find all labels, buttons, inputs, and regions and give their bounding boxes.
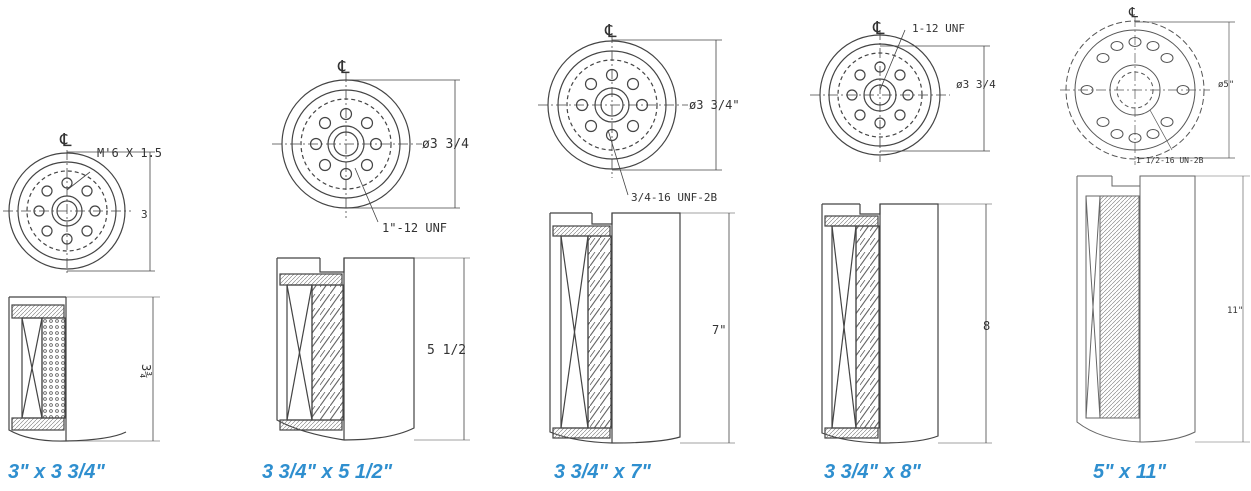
filter-3-diameter-label: ø3 3/4" [689,98,740,112]
filter-5-thread-label: 1 1/2-16 UN-2B [1136,156,1204,165]
filter-5-caption: 5" x 11" [1093,461,1167,483]
filter-1-side-view [8,296,160,442]
filter-3-thread-label: 3/4-16 UNF-2B [631,191,717,204]
filter-2-caption: 3 3/4" x 5 1/2" [262,461,393,483]
filter-4-centerline-mark: ℄ [872,18,885,39]
filter-3-height-label: 7" [712,323,726,337]
filter-5-centerline-mark: ℄ [1128,5,1138,21]
filter-4-side-view [821,203,992,444]
filter-3-side-view [549,212,735,444]
filter-2-side-view [276,257,470,441]
filter-5-height-label: 11" [1227,306,1243,316]
filter-5-diameter-label: ø5" [1218,80,1234,90]
filter-1-drawing: ℄ M'6 X 1.5 3 3¾ 3" x 3 3/4" [3,130,162,483]
filter-1-height-label: 3¾ [139,364,153,378]
filter-1-caption: 3" x 3 3/4" [8,461,105,483]
filter-1-thread-label: M'6 X 1.5 [97,146,162,160]
filter-1-diameter-label: 3 [141,208,148,221]
filter-1-centerline-mark: ℄ [59,130,72,151]
filter-3-top-view [538,33,722,196]
filter-2-drawing: ℄ 1"-12 UNF ø3 3/4 5 1/2 3 3/4" x 5 1/2" [262,57,470,483]
filter-2-top-view [272,72,460,223]
filter-4-drawing: ℄ 1-12 UNF ø3 3/4 8 3 3/4" x 8" [810,18,996,483]
filter-4-caption: 3 3/4" x 8" [824,461,921,483]
filter-4-top-view [810,29,990,162]
filter-2-centerline-mark: ℄ [337,57,350,78]
filter-4-height-label: 8 [983,319,990,333]
filter-4-thread-label: 1-12 UNF [912,22,965,35]
filter-3-caption: 3 3/4" x 7" [554,461,651,483]
filter-3-drawing: ℄ 3/4-16 UNF-2B ø3 3/4" 7" 3 3/4" x 7" [538,21,740,483]
filter-2-height-label: 5 1/2 [427,343,466,358]
filter-2-diameter-label: ø3 3/4 [422,137,469,152]
filter-5-side-view [1076,175,1250,443]
filter-1-top-view [3,150,155,274]
filter-3-centerline-mark: ℄ [604,21,617,42]
filter-5-top-view [1060,17,1235,165]
filter-4-diameter-label: ø3 3/4 [956,78,996,91]
filter-2-thread-label: 1"-12 UNF [382,221,447,235]
filter-5-drawing: ℄ 1 1/2-16 UN-2B ø5" 11" 5" x 11" [1060,5,1250,483]
